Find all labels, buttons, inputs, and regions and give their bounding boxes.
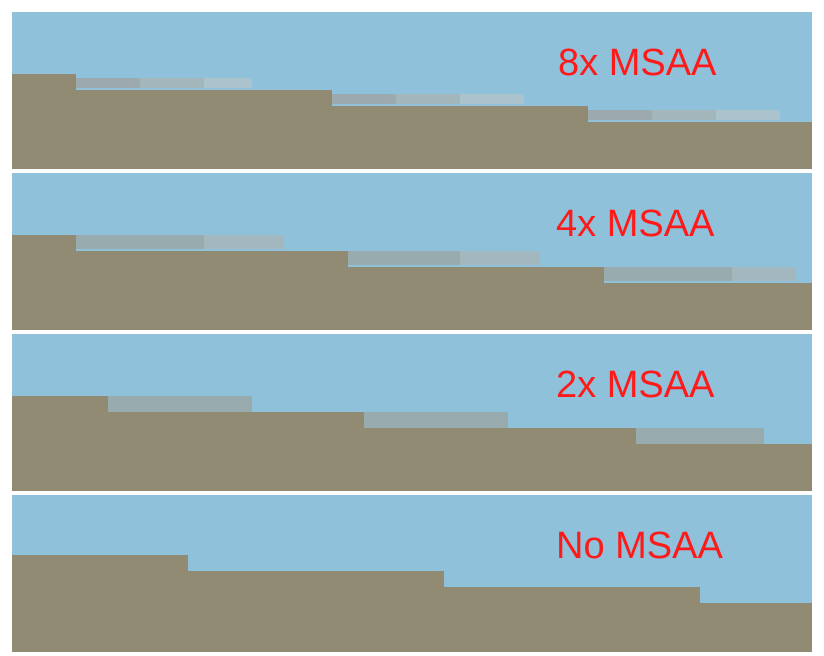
panel-4x-msaa: 4x MSAA (12, 173, 812, 330)
panel-label: 8x MSAA (558, 42, 717, 84)
edge-blend-pixel (588, 110, 652, 120)
edge-blend-pixel (732, 267, 796, 281)
panel-label: 4x MSAA (556, 203, 715, 245)
edge-blend-pixel (604, 267, 732, 281)
ground-area (12, 396, 812, 491)
edge-blend-pixel (204, 235, 284, 249)
edge-blend-pixel (460, 94, 524, 104)
panel-label: No MSAA (556, 525, 723, 567)
ground-area (12, 74, 812, 169)
comparison-figure: 8x MSAA 4x MSAA 2x MSAA (12, 12, 812, 652)
edge-blend-pixel (460, 251, 540, 265)
ground-area (12, 555, 812, 652)
edge-blend-pixel (348, 251, 460, 265)
edge-blend-pixel (76, 235, 204, 249)
panel-4x-msaa-render (12, 173, 812, 330)
edge-blend-pixel (204, 78, 252, 88)
edge-blend-pixel (332, 94, 396, 104)
panel-no-msaa: No MSAA (12, 495, 812, 652)
edge-blend-pixel (76, 78, 140, 88)
panel-8x-msaa-render (12, 12, 812, 169)
panel-label: 2x MSAA (556, 364, 715, 406)
edge-blend-pixel (364, 412, 508, 428)
edge-blend-pixel (716, 110, 780, 120)
panel-2x-msaa: 2x MSAA (12, 334, 812, 491)
edge-blend-pixel (140, 78, 204, 88)
edge-blend-pixel (108, 396, 252, 412)
edge-blend-pixel (396, 94, 460, 104)
panel-8x-msaa: 8x MSAA (12, 12, 812, 169)
ground-area (12, 235, 812, 330)
panel-2x-msaa-render (12, 334, 812, 491)
panel-no-msaa-render (12, 495, 812, 652)
edge-blend-pixel (636, 428, 764, 444)
edge-blend-pixel (652, 110, 716, 120)
